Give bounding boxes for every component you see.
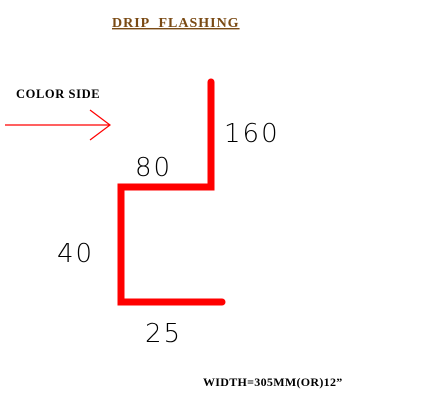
width-note: WIDTH=305MM(OR)12” (203, 375, 343, 389)
dimension-top-horizontal: 80 (135, 153, 172, 183)
dimension-left-vertical: 40 (57, 239, 94, 269)
diagram-title: DRIP FLASHING (112, 16, 240, 31)
dimension-bottom-horizontal: 25 (145, 319, 182, 349)
right-arrow-icon (5, 109, 111, 141)
dimension-top-vertical: 160 (224, 119, 280, 149)
color-side-label: COLOR SIDE (16, 87, 100, 101)
flashing-profile-line (117, 78, 226, 306)
